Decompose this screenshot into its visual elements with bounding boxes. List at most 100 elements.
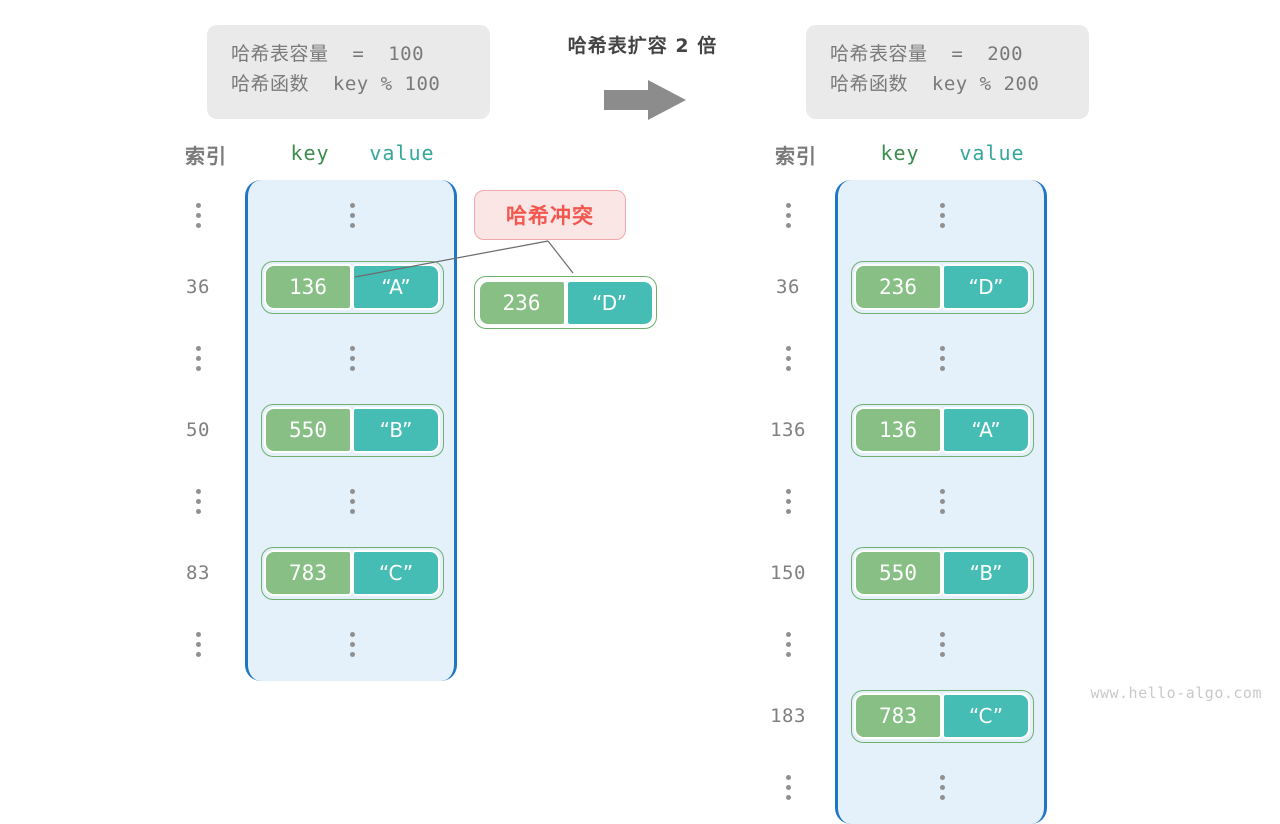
- index-label: 150: [770, 562, 806, 585]
- key-value-pair: 783“C”: [260, 546, 444, 600]
- bucket-slot: 550“B”: [836, 546, 1048, 600]
- key-cell: 783: [264, 550, 352, 597]
- key-cell: 550: [264, 407, 352, 454]
- bucket-slot: [246, 203, 458, 229]
- index-label: 183: [770, 705, 806, 728]
- bucket-slot: [836, 632, 1048, 658]
- right-arrow-icon: [604, 80, 686, 120]
- bucket-slot: 550“B”: [246, 403, 458, 457]
- vertical-dots-icon: [349, 489, 355, 515]
- vertical-dots-icon: [150, 346, 246, 372]
- left-rows: 36 136“A” 50 550“B” 83 783“C”: [150, 180, 458, 681]
- index-label: [740, 489, 836, 515]
- vertical-dots-icon: [939, 489, 945, 515]
- table-row: [150, 180, 458, 252]
- value-cell: “C”: [352, 550, 440, 597]
- vertical-dots-icon: [150, 489, 246, 515]
- key-cell: 783: [854, 693, 942, 740]
- left-column-headers: 索引 key value: [150, 140, 458, 180]
- left-hash-table: 索引 key value 36 136“A” 50 550“B” 83 783“C”: [150, 140, 458, 681]
- right-index-header: 索引: [775, 144, 817, 168]
- key-cell: 236: [854, 264, 942, 311]
- table-row: 150 550“B”: [740, 538, 1048, 610]
- table-row: [740, 180, 1048, 252]
- watermark: www.hello-algo.com: [1090, 684, 1262, 702]
- bucket-slot: [836, 203, 1048, 229]
- expand-title: 哈希表扩容 2 倍: [567, 35, 718, 57]
- key-value-pair: 550“B”: [850, 546, 1034, 600]
- left-bucket-wrap: 36 136“A” 50 550“B” 83 783“C”: [150, 180, 458, 681]
- bucket-slot: 783“C”: [836, 689, 1048, 743]
- value-cell: “D”: [942, 264, 1030, 311]
- vertical-dots-icon: [939, 203, 945, 229]
- right-config-box: 哈希表容量 = 200 哈希函数 key % 200: [806, 25, 1089, 119]
- table-row: 36 136“A”: [150, 252, 458, 324]
- vertical-dots-icon: [740, 346, 836, 372]
- right-column-headers: 索引 key value: [740, 140, 1048, 180]
- key-cell: 236: [477, 279, 566, 326]
- vertical-dots-icon: [939, 346, 945, 372]
- table-row: [740, 466, 1048, 538]
- bucket-slot: [246, 632, 458, 658]
- index-label: [740, 632, 836, 658]
- table-row: 36 236“D”: [740, 252, 1048, 324]
- index-label: [740, 775, 836, 801]
- table-row: 50 550“B”: [150, 395, 458, 467]
- table-row: [740, 752, 1048, 824]
- collision-badge: 哈希冲突: [474, 190, 626, 240]
- index-label: [150, 203, 246, 229]
- vertical-dots-icon: [939, 775, 945, 801]
- table-row: [150, 609, 458, 681]
- index-label: [740, 203, 836, 229]
- table-row: [740, 323, 1048, 395]
- bucket-slot: 136“A”: [836, 403, 1048, 457]
- left-value-header: value: [369, 141, 435, 165]
- bucket-slot: [246, 346, 458, 372]
- key-value-pair: 136“A”: [260, 260, 444, 314]
- index-label: [740, 346, 836, 372]
- key-cell: 136: [264, 264, 352, 311]
- vertical-dots-icon: [150, 632, 246, 658]
- vertical-dots-icon: [349, 346, 355, 372]
- vertical-dots-icon: [349, 203, 355, 229]
- index-label: 136: [770, 419, 806, 442]
- value-cell: “A”: [352, 264, 440, 311]
- table-row: [150, 323, 458, 395]
- left-hashfn-line: 哈希函数 key % 100: [231, 73, 441, 95]
- vertical-dots-icon: [740, 775, 836, 801]
- vertical-dots-icon: [150, 203, 246, 229]
- bucket-slot: 783“C”: [246, 546, 458, 600]
- index-label: 50: [186, 419, 210, 442]
- left-key-header: key: [290, 141, 330, 165]
- bucket-slot: 236“D”: [836, 260, 1048, 314]
- bucket-slot: [836, 775, 1048, 801]
- value-cell: “B”: [942, 550, 1030, 597]
- colliding-entry: 236 “D”: [474, 276, 657, 329]
- value-cell: “D”: [565, 279, 654, 326]
- key-value-pair: 236 “D”: [474, 276, 657, 329]
- index-label: [150, 489, 246, 515]
- key-value-pair: 550“B”: [260, 403, 444, 457]
- index-label: 36: [186, 276, 210, 299]
- vertical-dots-icon: [740, 489, 836, 515]
- table-row: 183 783“C”: [740, 681, 1048, 753]
- index-label: [150, 346, 246, 372]
- index-label: 36: [776, 276, 800, 299]
- vertical-dots-icon: [740, 203, 836, 229]
- table-row: [150, 466, 458, 538]
- left-capacity-line: 哈希表容量 = 100: [231, 43, 425, 65]
- index-label: [150, 632, 246, 658]
- left-index-header: 索引: [185, 144, 227, 168]
- value-cell: “A”: [942, 407, 1030, 454]
- key-cell: 550: [854, 550, 942, 597]
- value-cell: “B”: [352, 407, 440, 454]
- bucket-slot: [836, 489, 1048, 515]
- key-cell: 136: [854, 407, 942, 454]
- right-capacity-line: 哈希表容量 = 200: [830, 43, 1024, 65]
- index-label: 83: [186, 562, 210, 585]
- table-row: [740, 609, 1048, 681]
